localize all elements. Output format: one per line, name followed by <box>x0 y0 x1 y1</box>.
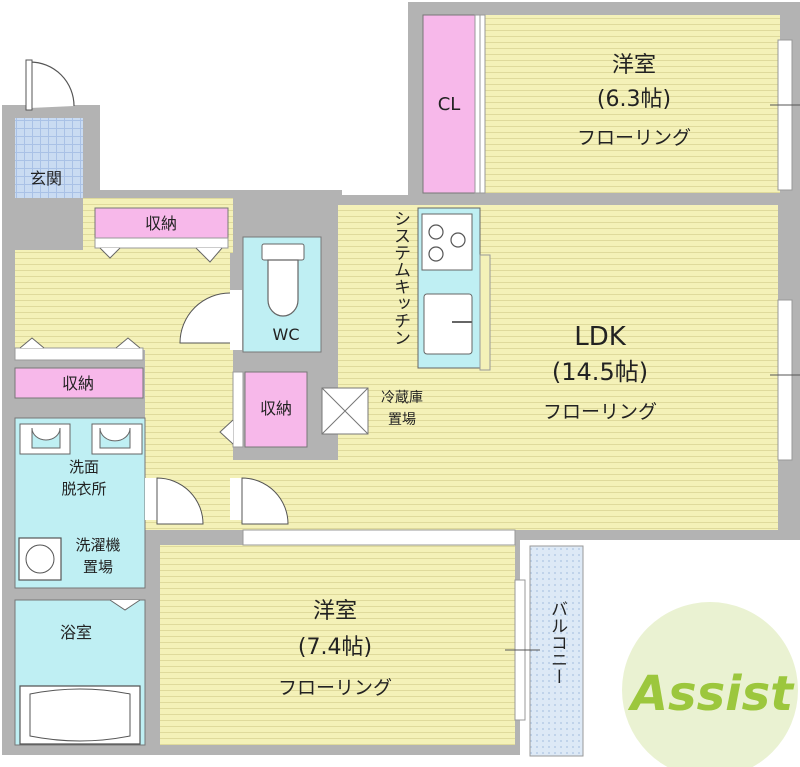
labels: 洋室 (6.3帖) フローリング CL LDK (14.5帖) フローリング 洋… <box>30 53 691 699</box>
toilet-label: WC <box>273 325 300 344</box>
balcony-label: バルコニー <box>547 600 567 685</box>
western-room-1-floor <box>485 15 780 193</box>
western-room-1-size: (6.3帖) <box>597 87 671 112</box>
ldk-floor <box>338 205 778 530</box>
washer-label-1: 洗濯機 <box>75 536 120 554</box>
entrance-label: 玄関 <box>30 169 62 188</box>
western-room-2-floor <box>160 545 515 745</box>
ldk-floor-type: フローリング <box>543 401 657 423</box>
storage-left-label: 収納 <box>62 374 94 393</box>
wc-door-swing <box>179 292 231 344</box>
washroom-door-swing <box>156 477 204 525</box>
western-room-1-floor-type: フローリング <box>577 127 691 149</box>
stove-burner-icon <box>428 246 444 262</box>
storage-center <box>244 371 308 448</box>
balcony <box>529 545 584 757</box>
western-room-2-name: 洋室 <box>313 599 357 624</box>
washer-label-2: 置場 <box>83 558 113 576</box>
entrance-floor <box>15 118 83 198</box>
closet-label: CL <box>438 94 461 115</box>
storage-center-label: 収納 <box>260 399 292 418</box>
storage-top <box>94 207 229 239</box>
western-room-1-name: 洋室 <box>612 53 656 78</box>
bathtub-icon <box>19 685 141 745</box>
bath-label: 浴室 <box>60 623 92 642</box>
ldk-size: (14.5帖) <box>552 358 648 386</box>
storage-top-label: 収納 <box>145 214 177 233</box>
kitchen-label: システムキッチン <box>390 210 410 346</box>
svg-text:Assist: Assist <box>627 666 795 722</box>
washer-space <box>18 537 62 581</box>
washroom-label-2: 脱衣所 <box>61 480 106 498</box>
sink-icon <box>423 293 473 355</box>
western-room-2-size: (7.4帖) <box>298 635 372 660</box>
fridge-label-2: 置場 <box>388 412 416 428</box>
toilet-icon <box>267 259 299 317</box>
ldk-name: LDK <box>574 322 627 352</box>
room-door-swing <box>241 477 289 525</box>
washroom-label-1: 洗面 <box>69 458 99 476</box>
stove-burner-icon <box>428 224 444 240</box>
western-room-2-floor-type: フローリング <box>278 677 392 699</box>
stove-burner-icon <box>450 232 466 248</box>
assist-logo: Assist <box>622 602 798 767</box>
storage-left <box>14 367 144 399</box>
closet-cl <box>422 14 476 194</box>
fridge-label-1: 冷蔵庫 <box>381 389 423 406</box>
front-door-swing <box>29 61 75 108</box>
